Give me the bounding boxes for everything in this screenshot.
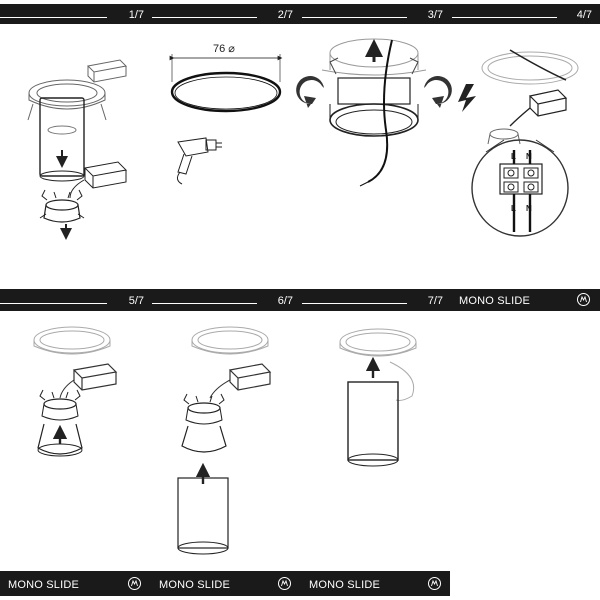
- drill-icon: [176, 137, 222, 185]
- brand-logo-icon: [428, 577, 441, 590]
- step5-illustration: [33, 326, 118, 457]
- header-rule-4: [452, 17, 557, 18]
- middle-rule-3: [302, 303, 407, 304]
- step7-illustration: [339, 328, 417, 467]
- header-rule-3: [302, 17, 407, 18]
- step-label-6: 6/7: [277, 295, 293, 307]
- step-label-2: 2/7: [277, 9, 293, 21]
- brand-name-bottom-2: MONO SLIDE: [159, 579, 231, 591]
- step1-illustration: [27, 59, 128, 223]
- step3-illustration: [321, 38, 427, 187]
- rotate-right-icon: [424, 76, 452, 108]
- step2-illustration: [169, 54, 283, 113]
- step6-illustration: [177, 326, 272, 555]
- middle-header-band: [0, 289, 600, 311]
- step-label-3: 3/7: [427, 9, 443, 21]
- brand-name-middle: MONO SLIDE: [459, 295, 531, 307]
- bottom-footer-band: [0, 571, 450, 596]
- diameter-label: 76 ⌀: [213, 43, 235, 55]
- top-header-band: [0, 4, 600, 24]
- middle-rule-2: [152, 303, 257, 304]
- lightning-icon: [458, 84, 476, 112]
- brand-logo-icon: [278, 577, 291, 590]
- brand-logo-icon: [128, 577, 141, 590]
- step-label-1: 1/7: [128, 9, 144, 21]
- step-label-4: 4/7: [576, 9, 592, 21]
- step-label-5: 5/7: [128, 295, 144, 307]
- step-label-7: 7/7: [427, 295, 443, 307]
- middle-rule-1: [0, 303, 107, 304]
- header-rule-1: [0, 17, 107, 18]
- brand-logo-icon: [577, 293, 590, 306]
- rotate-left-icon: [296, 76, 324, 108]
- brand-name-bottom-3: MONO SLIDE: [309, 579, 381, 591]
- step4-illustration: [471, 49, 579, 237]
- brand-name-bottom-1: MONO SLIDE: [8, 579, 80, 591]
- header-rule-2: [152, 17, 257, 18]
